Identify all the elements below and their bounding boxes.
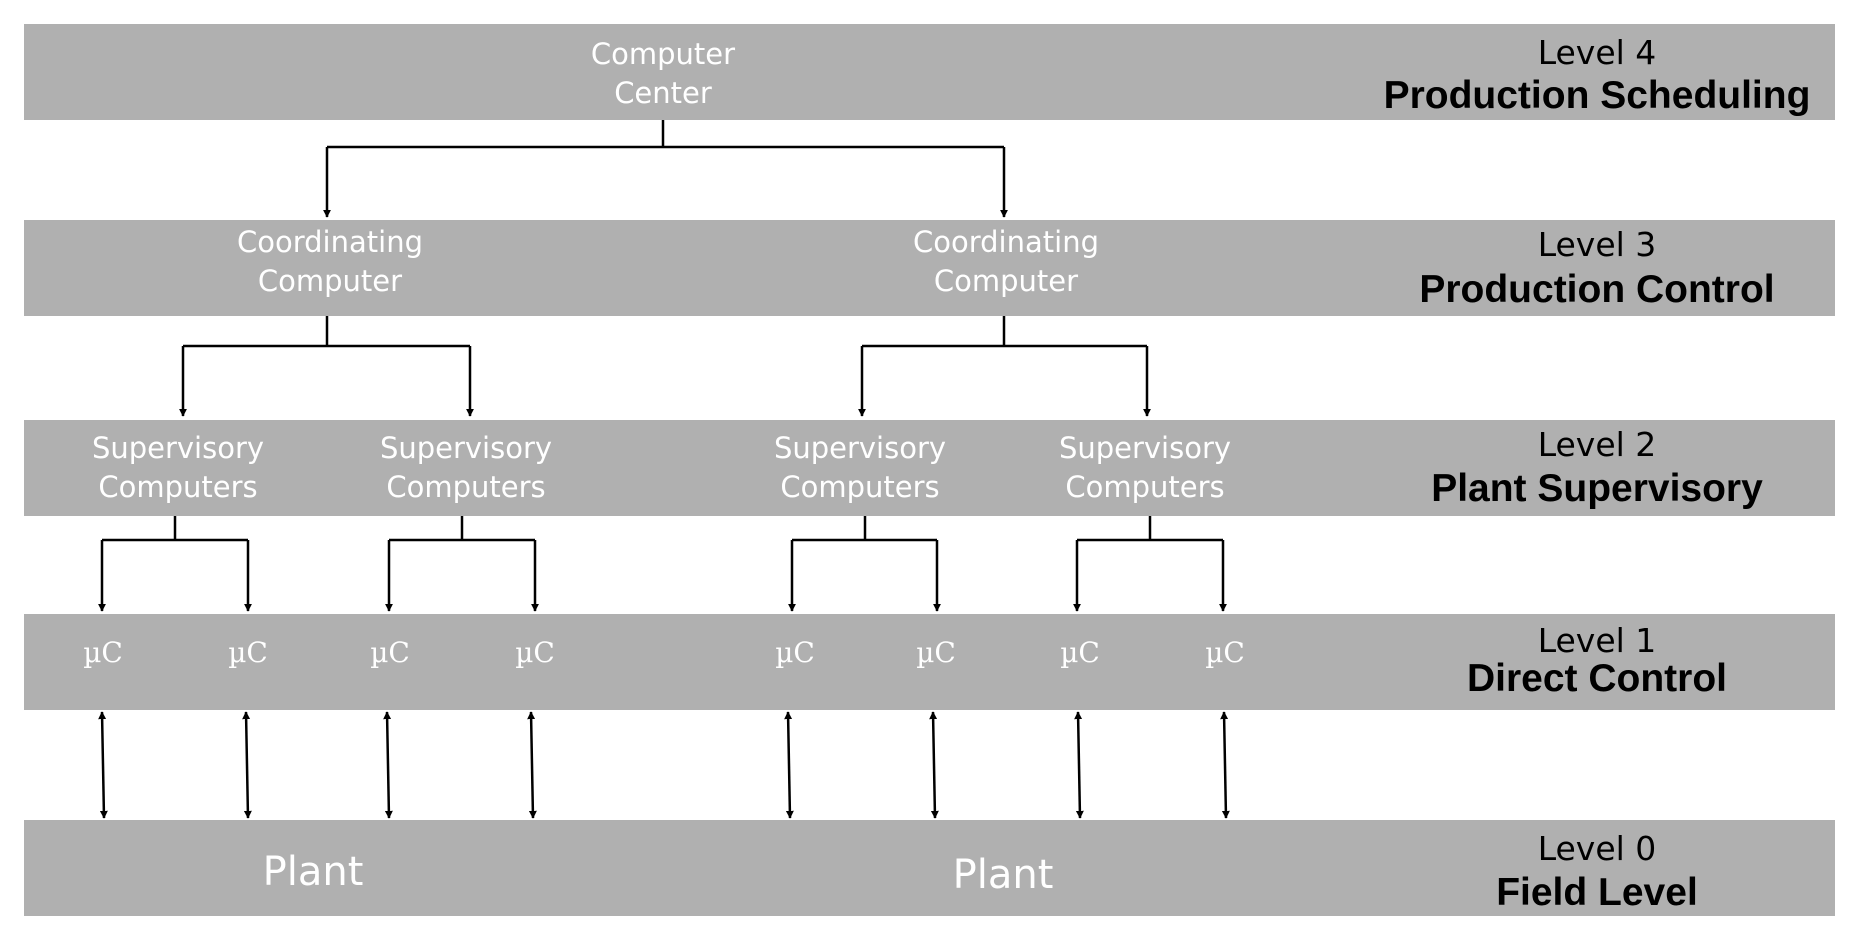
bidirectional-arrow-3 bbox=[383, 711, 393, 819]
connector-level2-to-level1-1 bbox=[98, 516, 252, 612]
bidirectional-arrow-6 bbox=[929, 711, 939, 819]
plant-left: Plant bbox=[263, 849, 364, 895]
level-4-number: Level 4 bbox=[1538, 33, 1657, 72]
connector-level1-to-level0 bbox=[98, 711, 1230, 819]
computer-center-line-1: Computer bbox=[591, 37, 735, 71]
level-2-name: Plant Supervisory bbox=[1431, 467, 1763, 510]
bidirectional-arrow-2 bbox=[242, 711, 252, 819]
plant-right: Plant bbox=[953, 852, 1054, 898]
bidirectional-arrow-4 bbox=[527, 711, 537, 819]
connector-level3-to-level2-right bbox=[858, 316, 1151, 417]
bidirectional-arrow-8 bbox=[1220, 711, 1230, 819]
level-1-name: Direct Control bbox=[1467, 657, 1727, 700]
bidirectional-arrow-5 bbox=[784, 711, 794, 819]
supervisory-computers-4-line-2: Computers bbox=[1065, 470, 1224, 504]
connector-level2-to-level1-2 bbox=[385, 516, 539, 612]
bidirectional-arrow-1 bbox=[98, 711, 108, 819]
microcontroller-2: µC bbox=[228, 636, 268, 669]
level-0-name: Field Level bbox=[1496, 871, 1698, 914]
microcontroller-1: µC bbox=[83, 636, 123, 669]
connector-level4-to-level3 bbox=[323, 120, 1008, 218]
level-4-name: Production Scheduling bbox=[1384, 74, 1811, 117]
coordinating-computer-right-line-1: Coordinating bbox=[913, 225, 1099, 259]
level-4-band bbox=[24, 24, 1835, 120]
microcontroller-6: µC bbox=[916, 636, 956, 669]
microcontroller-7: µC bbox=[1060, 636, 1100, 669]
supervisory-computers-3-line-2: Computers bbox=[780, 470, 939, 504]
supervisory-computers-3-line-1: Supervisory bbox=[774, 431, 946, 465]
microcontroller-3: µC bbox=[370, 636, 410, 669]
supervisory-computers-4-line-1: Supervisory bbox=[1059, 431, 1231, 465]
supervisory-computers-1-line-1: Supervisory bbox=[92, 431, 264, 465]
supervisory-computers-2-line-2: Computers bbox=[386, 470, 545, 504]
level-3-number: Level 3 bbox=[1538, 225, 1657, 264]
connector-level2-to-level1-3 bbox=[788, 516, 941, 612]
level-1-band bbox=[24, 614, 1835, 710]
microcontroller-5: µC bbox=[775, 636, 815, 669]
connector-level3-to-level2-left bbox=[179, 316, 474, 417]
level-0-band bbox=[24, 820, 1835, 916]
microcontroller-4: µC bbox=[515, 636, 555, 669]
computer-center-line-2: Center bbox=[614, 76, 712, 110]
supervisory-computers-2-line-1: Supervisory bbox=[380, 431, 552, 465]
level-2-number: Level 2 bbox=[1538, 425, 1657, 464]
coordinating-computer-left-line-1: Coordinating bbox=[237, 225, 423, 259]
bidirectional-arrow-7 bbox=[1074, 711, 1084, 819]
level-3-name: Production Control bbox=[1419, 268, 1774, 311]
microcontroller-8: µC bbox=[1205, 636, 1245, 669]
supervisory-computers-1-line-2: Computers bbox=[98, 470, 257, 504]
level-2-band bbox=[24, 420, 1835, 516]
level-3-band bbox=[24, 220, 1835, 316]
connector-level2-to-level1-4 bbox=[1073, 516, 1227, 612]
level-1-number: Level 1 bbox=[1538, 621, 1657, 660]
coordinating-computer-left-line-2: Computer bbox=[258, 264, 402, 298]
coordinating-computer-right-line-2: Computer bbox=[934, 264, 1078, 298]
level-0-number: Level 0 bbox=[1538, 829, 1657, 868]
